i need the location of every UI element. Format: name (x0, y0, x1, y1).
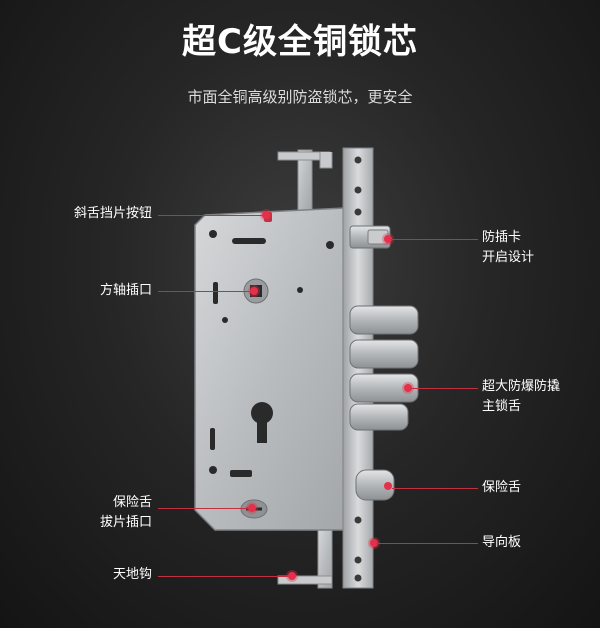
callout-line (158, 291, 250, 292)
callout-safety-tongue: 保险舌 拔片插口 (99, 495, 152, 530)
case-holes (209, 212, 334, 477)
callout-main-tongue: 超大防爆防撬 主锁舌 (482, 379, 561, 414)
callout-line (390, 239, 478, 240)
callout-marker (288, 572, 296, 580)
callout-marker (384, 235, 392, 243)
callout-line (392, 488, 478, 489)
callout-marker (250, 287, 258, 295)
page-subtitle: 市面全铜高级别防盗锁芯，更安全 (187, 88, 413, 106)
faceplate-screws (354, 156, 362, 582)
callout-guide-plate: 导向板 (482, 535, 522, 550)
callout-line (158, 576, 290, 577)
callout-marker (404, 384, 412, 392)
callout-line (376, 543, 478, 544)
callout-line (158, 215, 264, 216)
callout-marker (262, 211, 270, 219)
page-title: 超C级全铜锁芯 (182, 22, 418, 62)
top-hook (277, 149, 333, 211)
callout-anti-card: 防插卡 开启设计 (482, 230, 535, 265)
bottom-hook (277, 529, 333, 589)
main-bolt (349, 305, 419, 431)
lock-case (194, 203, 351, 531)
callout-line (158, 508, 250, 509)
callout-axis-slot: 方轴插口 (99, 283, 152, 298)
callout-slant-button: 斜舌挡片按钮 (73, 206, 152, 221)
callout-marker (248, 504, 256, 512)
safety-latch (355, 469, 395, 501)
callout-line (410, 388, 478, 389)
callout-safety-latch: 保险舌 (482, 480, 522, 495)
callout-sky-hook: 天地钩 (112, 567, 152, 582)
callout-marker (370, 539, 378, 547)
cylinder-hole (251, 402, 273, 443)
